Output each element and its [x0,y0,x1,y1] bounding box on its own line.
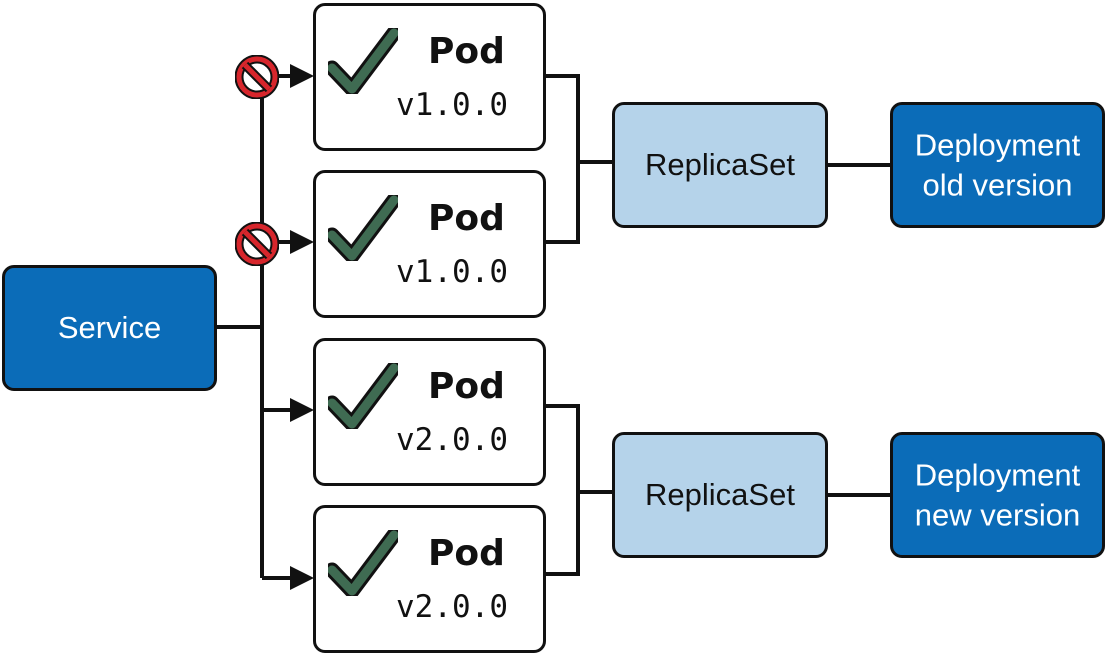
pod-box-3: Pod v2.0.0 [313,338,546,486]
deployment-box-old: Deployment old version [890,102,1105,228]
no-entry-icon [235,55,279,99]
deployment-label-line1: Deployment [914,127,1081,163]
pod-box-4: Pod v2.0.0 [313,505,546,653]
pod-box-1: Pod v1.0.0 [313,3,546,151]
pod-version: v2.0.0 [396,589,508,625]
service-box: Service [2,265,217,391]
pod-version: v2.0.0 [396,422,508,458]
deployment-label-line2: new version [914,497,1081,532]
deployment-label-line2: old version [922,167,1073,202]
check-icon [328,530,398,596]
arrowhead-pod-3 [290,398,314,422]
pod-name: Pod [428,533,505,574]
arrowhead-pod-1 [290,64,314,88]
arrowhead-pod-2 [290,230,314,254]
pod-name: Pod [428,366,505,407]
no-entry-icon [235,222,279,266]
replicaset-box-old: ReplicaSet [612,102,828,228]
pod-version: v1.0.0 [396,87,508,123]
pod-name: Pod [428,198,505,239]
replicaset-label: ReplicaSet [645,147,795,183]
arrowhead-pod-4 [290,566,314,590]
pod-box-2: Pod v1.0.0 [313,170,546,318]
replicaset-label: ReplicaSet [645,477,795,513]
check-icon [328,28,398,94]
check-icon [328,363,398,429]
pod-name: Pod [428,31,505,72]
deployment-label-line1: Deployment [914,457,1081,493]
pod-version: v1.0.0 [396,254,508,290]
service-label: Service [57,310,162,346]
bracket-replicaset-old [546,74,612,244]
deployment-box-new: Deployment new version [890,432,1105,558]
check-icon [328,195,398,261]
replicaset-box-new: ReplicaSet [612,432,828,558]
bracket-replicaset-new [546,404,612,576]
